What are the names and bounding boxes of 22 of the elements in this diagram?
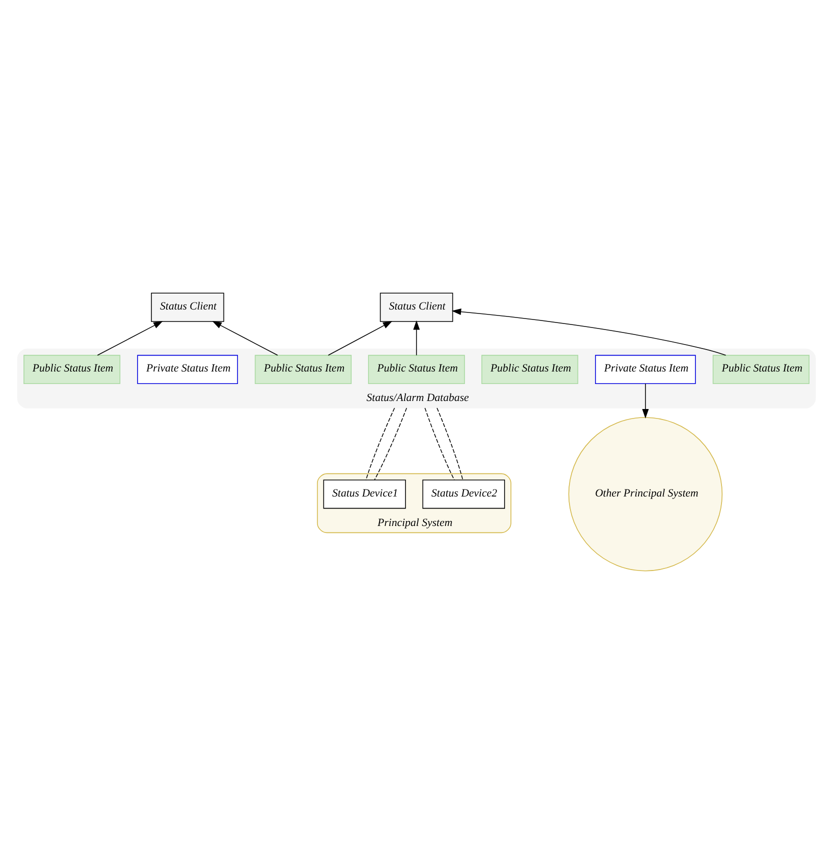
connector	[366, 407, 395, 480]
arrow	[97, 320, 163, 356]
arrow	[212, 320, 278, 356]
node-box: Public Status Item	[481, 354, 578, 384]
node-box: Private Status Item	[595, 354, 696, 384]
connector	[374, 407, 407, 480]
node-circle: Other Principal System	[568, 416, 723, 571]
node-box: Public Status Item	[24, 354, 120, 384]
arrow	[328, 320, 392, 356]
arrow	[642, 382, 649, 418]
node-box: Public Status Item	[712, 354, 810, 384]
connector	[436, 407, 464, 480]
arrow	[413, 320, 420, 356]
node-box: Private Status Item	[137, 354, 238, 384]
node-box: Status Device1	[323, 479, 406, 508]
connector	[424, 407, 455, 480]
node-box: Public Status Item	[254, 354, 352, 384]
node-box: Status Client	[380, 292, 454, 322]
arrow	[452, 308, 726, 356]
node-box: Public Status Item	[368, 354, 465, 384]
node-box: Status Client	[150, 292, 224, 322]
node-box: Status Device2	[422, 479, 505, 508]
